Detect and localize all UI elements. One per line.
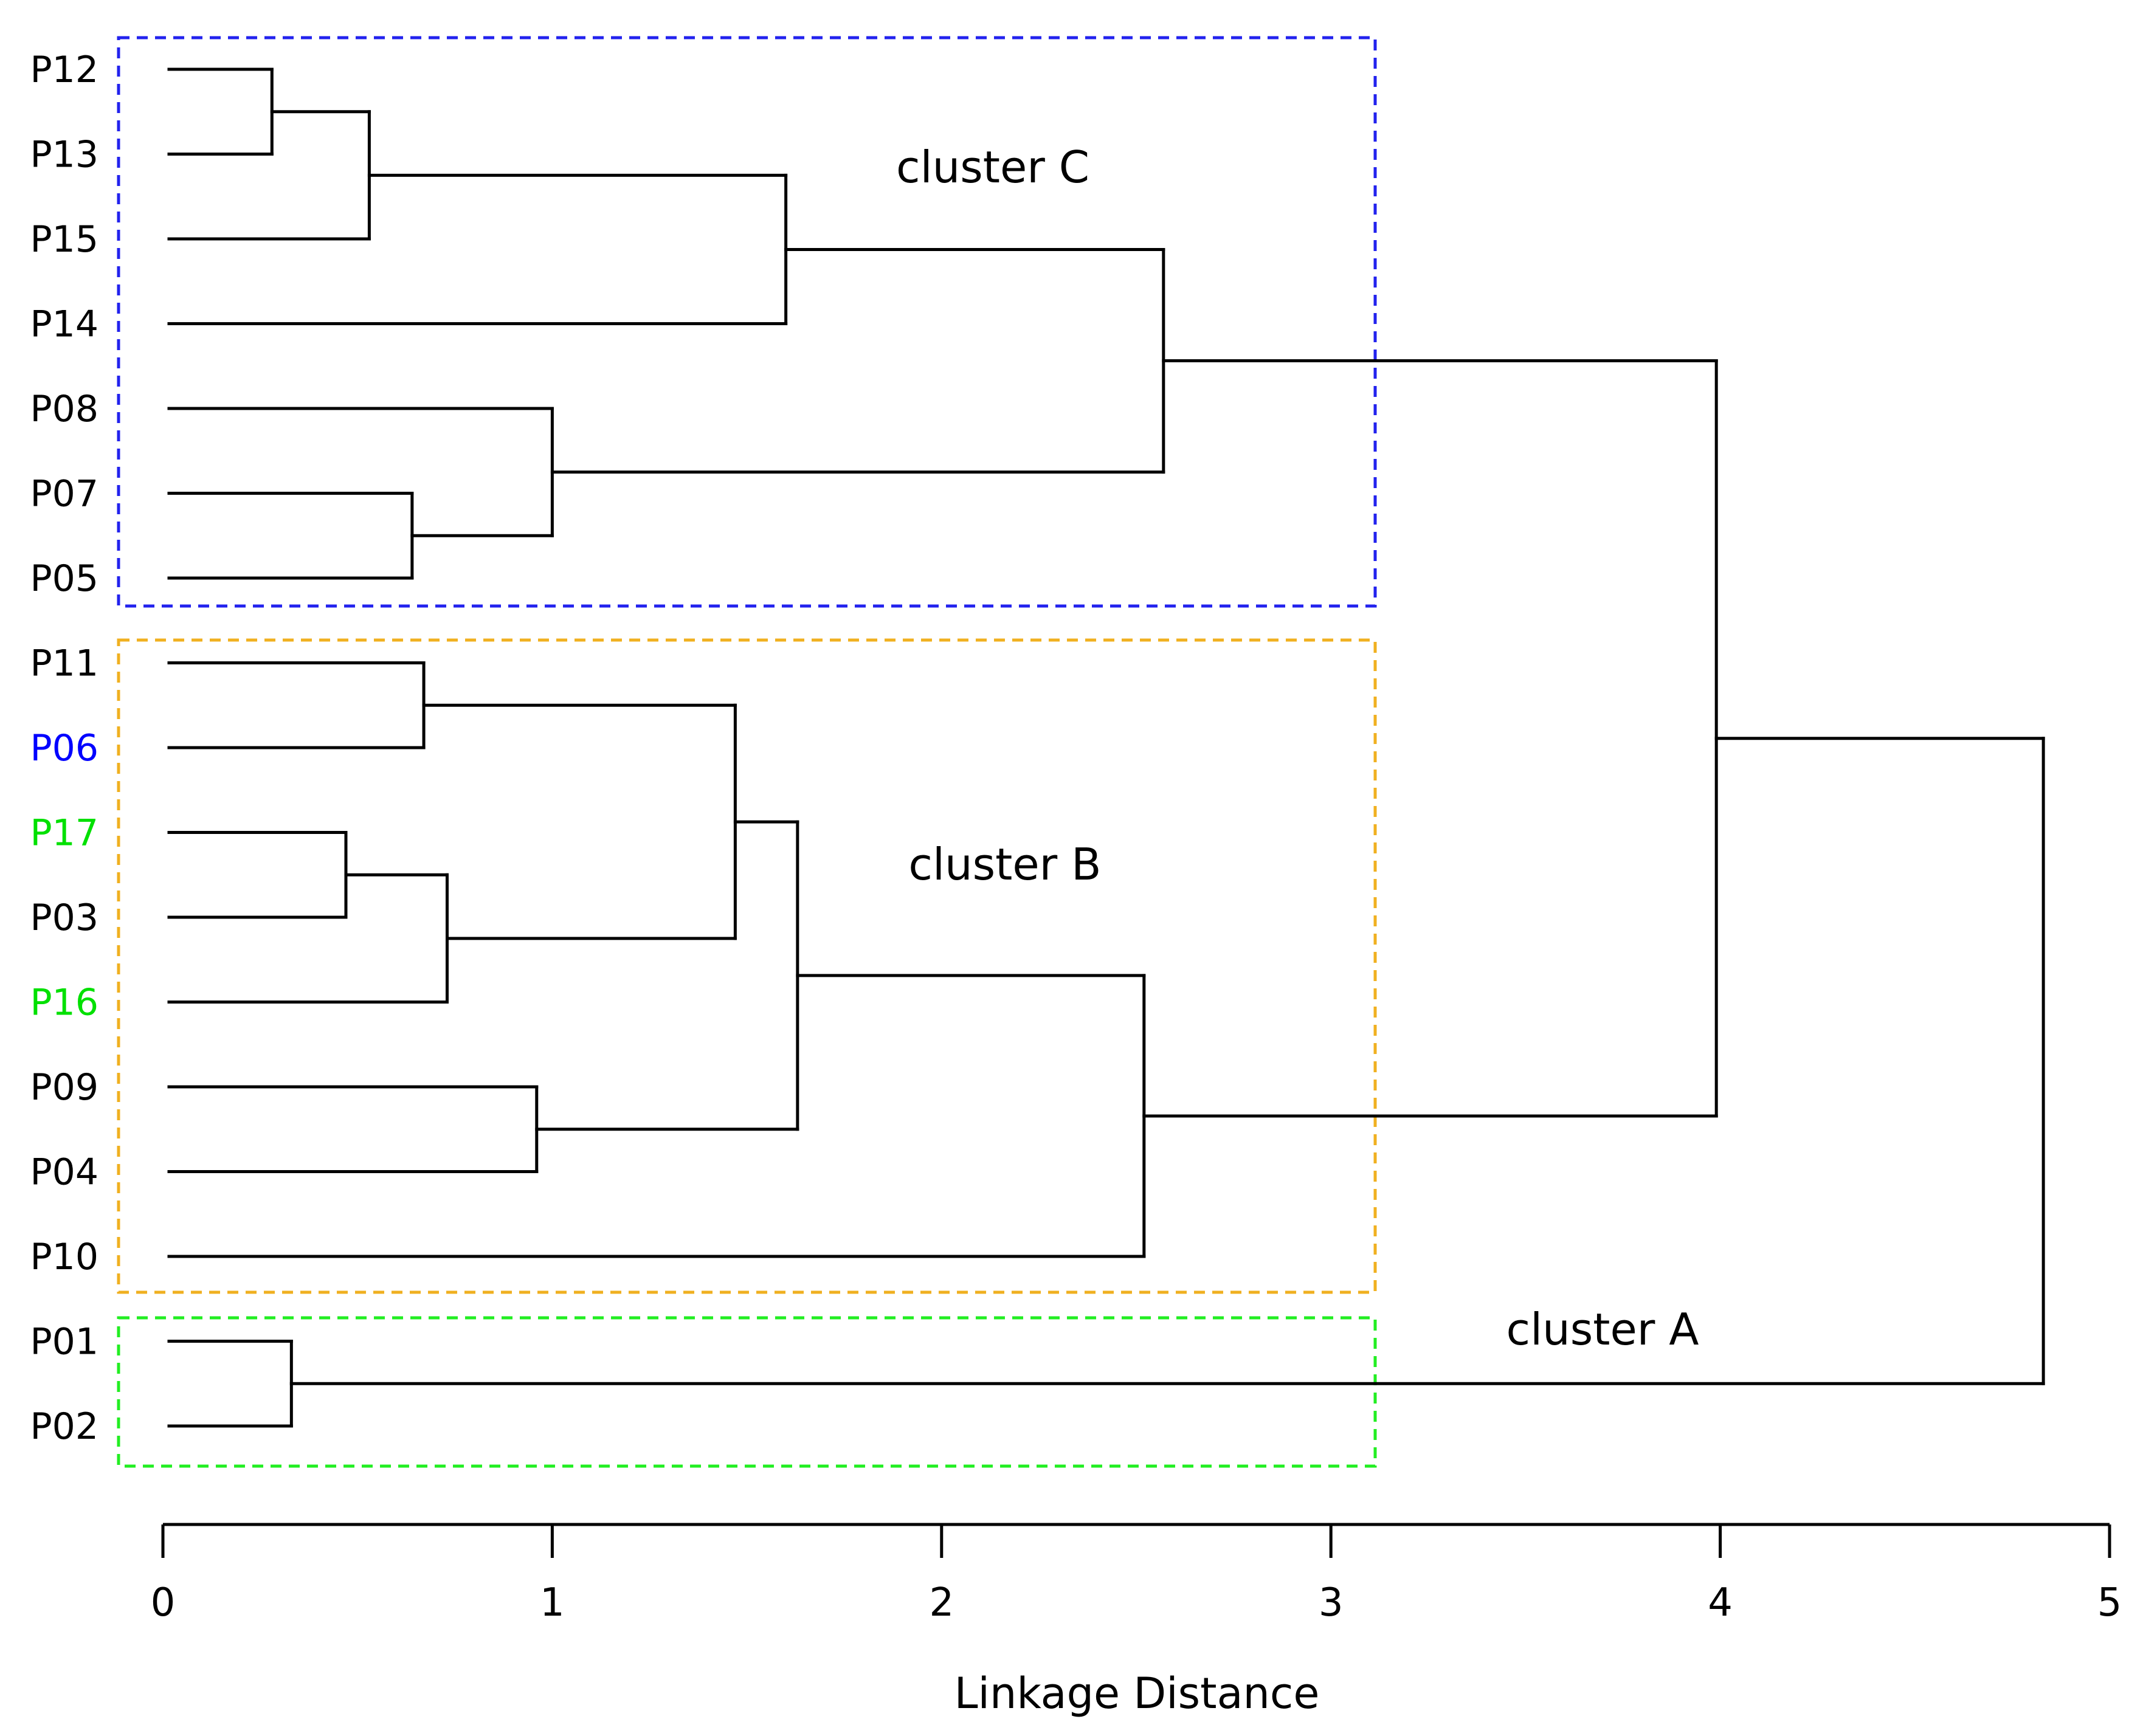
- leaf-label-p13: P13: [30, 134, 98, 176]
- x-axis-ticks: 0 1 2 3 4 5: [151, 1524, 2122, 1625]
- cluster-box-cluster-b: [117, 638, 1377, 1294]
- cluster-label-cluster-a: cluster A: [1506, 1304, 1699, 1355]
- leaf-label-p12: P12: [30, 49, 98, 91]
- x-axis-title: Linkage Distance: [954, 1669, 1320, 1718]
- leaf-label-p07: P07: [30, 473, 98, 515]
- cluster-box-cluster-c: [117, 36, 1377, 608]
- x-tick-label-3: 3: [1319, 1580, 1344, 1625]
- cluster-label-cluster-b: cluster B: [908, 839, 1101, 890]
- cluster-box-cluster-a: [117, 1316, 1377, 1468]
- leaf-label-p14: P14: [30, 303, 98, 346]
- leaf-label-p06: P06: [30, 727, 98, 770]
- leaf-label-p09: P09: [30, 1066, 98, 1109]
- cluster-boxes: [117, 36, 1377, 1468]
- leaf-label-p03: P03: [30, 897, 98, 939]
- x-tick-label-2: 2: [929, 1580, 954, 1625]
- leaf-label-p04: P04: [30, 1151, 98, 1194]
- leaf-label-p17: P17: [30, 812, 98, 855]
- x-tick-label-5: 5: [2097, 1580, 2122, 1625]
- leaf-label-p08: P08: [30, 388, 98, 430]
- x-tick-label-1: 1: [540, 1580, 565, 1625]
- x-axis: 0 1 2 3 4 5 Linkage Distance: [151, 1523, 2122, 1718]
- leaf-label-p10: P10: [30, 1236, 98, 1278]
- x-tick-label-4: 4: [1708, 1580, 1733, 1625]
- cluster-label-cluster-c: cluster C: [896, 142, 1089, 193]
- leaf-label-p15: P15: [30, 218, 98, 261]
- leaf-label-p16: P16: [30, 982, 98, 1024]
- leaf-labels: P12P13P15P14P08P07P05P11P06P17P03P16P09P…: [30, 49, 98, 1448]
- x-tick-label-0: 0: [151, 1580, 176, 1625]
- leaf-label-p02: P02: [30, 1405, 98, 1448]
- leaf-label-p05: P05: [30, 557, 98, 600]
- dendrogram-links: [167, 67, 2045, 1428]
- cluster-labels: cluster C cluster B cluster A: [896, 142, 1699, 1355]
- leaf-label-p01: P01: [30, 1321, 98, 1363]
- leaf-label-p11: P11: [30, 642, 98, 685]
